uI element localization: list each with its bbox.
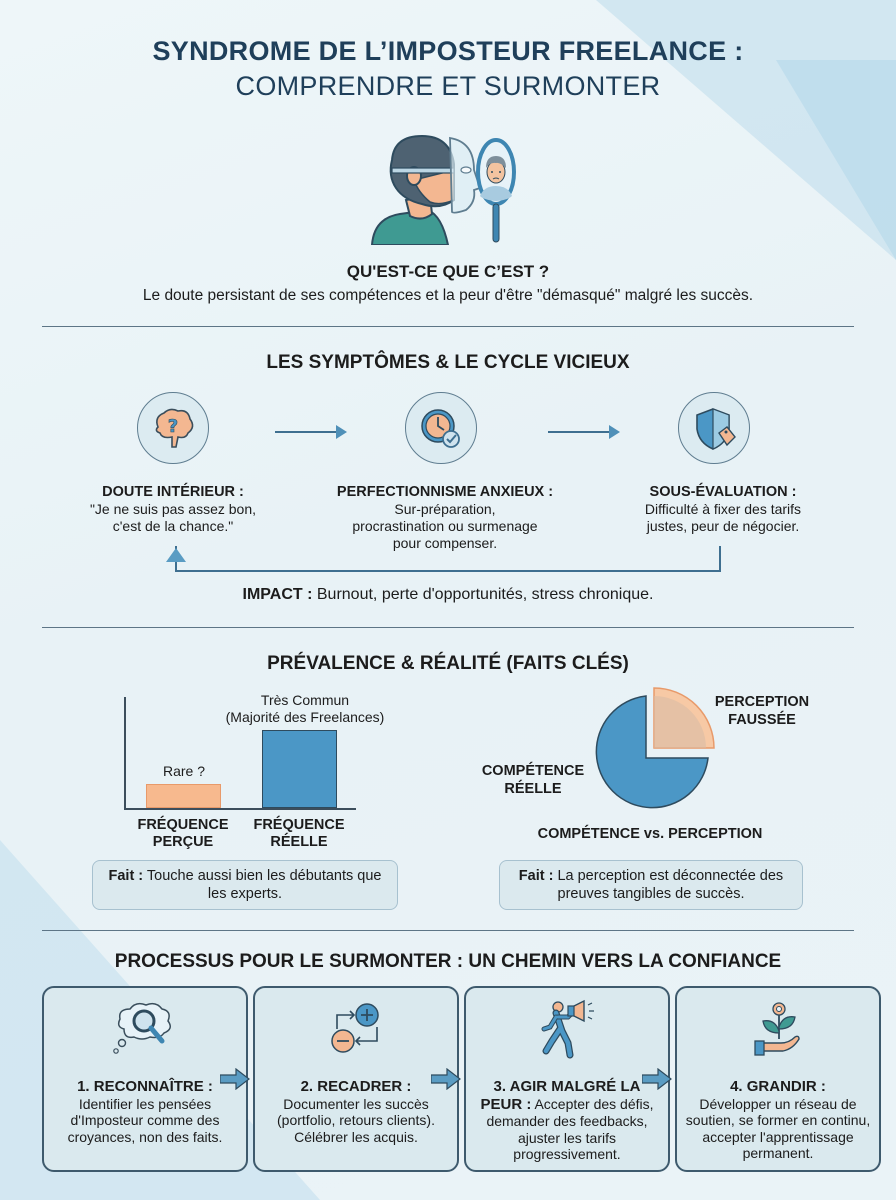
- definition-section: QU'EST-CE QUE C’EST ? Le doute persistan…: [0, 262, 896, 305]
- svg-text:?: ?: [168, 416, 178, 437]
- fact-box: Fait : Touche aussi bien les débutants q…: [92, 860, 398, 910]
- pie-caption: COMPÉTENCE vs. PERCEPTION: [537, 826, 763, 842]
- process-heading: PROCESSUS POUR LE SURMONTER : UN CHEMIN …: [114, 951, 782, 972]
- cycle-loop-line: [175, 546, 721, 572]
- title-line-1: SYNDROME DE L’IMPOSTEUR FREELANCE :: [152, 36, 744, 66]
- divider: [42, 930, 854, 931]
- symptom-perfectionism: PERFECTIONNISME ANXIEUX : Sur-préparatio…: [310, 484, 580, 552]
- chart-x-axis: [124, 808, 356, 810]
- arrow-right-icon: [275, 425, 347, 439]
- step-act: 3. AGIR MALGRÉ LA PEUR : Accepter des dé…: [464, 986, 670, 1172]
- symptom-title: PERFECTIONNISME ANXIEUX :: [336, 484, 554, 500]
- bar-perceived: [146, 784, 221, 808]
- definition-text: Le doute persistant de ses compétences e…: [142, 287, 754, 304]
- title-line-2: COMPRENDRE ET SURMONTER: [235, 71, 661, 101]
- fact-box: Fait : La perception est déconnectée des…: [499, 860, 803, 910]
- step-title: 2. RECADRER :: [300, 1078, 412, 1095]
- arrow-right-icon: [548, 425, 620, 439]
- brain-question-icon: ?: [137, 392, 209, 464]
- mask-mirror-illustration: [370, 130, 530, 246]
- step-recognize: 1. RECONNAÎTRE : Identifier les pensées …: [42, 986, 248, 1172]
- symptoms-heading: LES SYMPTÔMES & LE CYCLE VICIEUX: [266, 352, 630, 373]
- step-text: Développer un réseau de soutien, se form…: [685, 1095, 871, 1162]
- person-megaphone-icon: [466, 996, 668, 1062]
- arrow-right-icon: [642, 1068, 672, 1090]
- bar-annotation: Rare ?: [162, 763, 206, 779]
- symptom-undervaluation: SOUS-ÉVALUATION : Difficulté à fixer des…: [608, 484, 838, 535]
- shield-tag-icon: [678, 392, 750, 464]
- definition-heading: QU'EST-CE QUE C’EST ?: [346, 262, 550, 281]
- bar-category-label: FRÉQUENCE RÉELLE: [253, 817, 345, 850]
- bar-real: [262, 730, 337, 808]
- symptom-title: SOUS-ÉVALUATION :: [649, 484, 797, 500]
- arrow-right-icon: [431, 1068, 461, 1090]
- divider: [42, 627, 854, 628]
- step-grow: 4. GRANDIR : Développer un réseau de sou…: [675, 986, 881, 1172]
- plus-minus-cycle-icon: [255, 996, 457, 1062]
- step-text: Accepter des défis, demander des feedbac…: [486, 1095, 654, 1163]
- impact-text: IMPACT : Burnout, perte d'opportunités, …: [242, 586, 654, 603]
- step-title: 1. RECONNAÎTRE :: [77, 1078, 213, 1095]
- magnifier-thought-icon: [44, 996, 246, 1062]
- step-reframe: 2. RECADRER : Documenter les succès (por…: [253, 986, 459, 1172]
- chart-y-axis: [124, 697, 126, 809]
- pie-graphic: [595, 687, 715, 809]
- symptom-doubt: DOUTE INTÉRIEUR : "Je ne suis pas assez …: [68, 484, 278, 535]
- step-title: 4. GRANDIR :: [730, 1078, 826, 1095]
- bar-annotation: Très Commun (Majorité des Freelances): [225, 692, 385, 725]
- step-text: Documenter les succès (portfolio, retour…: [277, 1095, 435, 1145]
- step-title: 3. AGIR MALGRÉ LA PEUR :: [480, 1078, 641, 1113]
- divider: [42, 326, 854, 327]
- arrow-right-icon: [220, 1068, 250, 1090]
- pie-label-competence: COMPÉTENCE RÉELLE: [481, 763, 585, 797]
- hand-plant-icon: [677, 996, 879, 1062]
- step-text: Identifier les pensées d'Imposteur comme…: [67, 1095, 223, 1145]
- prevalence-heading: PRÉVALENCE & RÉALITÉ (FAITS CLÉS): [267, 653, 629, 674]
- clock-check-icon: [405, 392, 477, 464]
- arrow-up-icon: [166, 548, 186, 562]
- page-title: SYNDROME DE L’IMPOSTEUR FREELANCE : COMP…: [0, 36, 896, 102]
- bar-category-label: FRÉQUENCE PERÇUE: [137, 817, 229, 850]
- pie-label-perception: PERCEPTION FAUSSÉE: [714, 694, 810, 728]
- symptom-title: DOUTE INTÉRIEUR :: [102, 484, 244, 500]
